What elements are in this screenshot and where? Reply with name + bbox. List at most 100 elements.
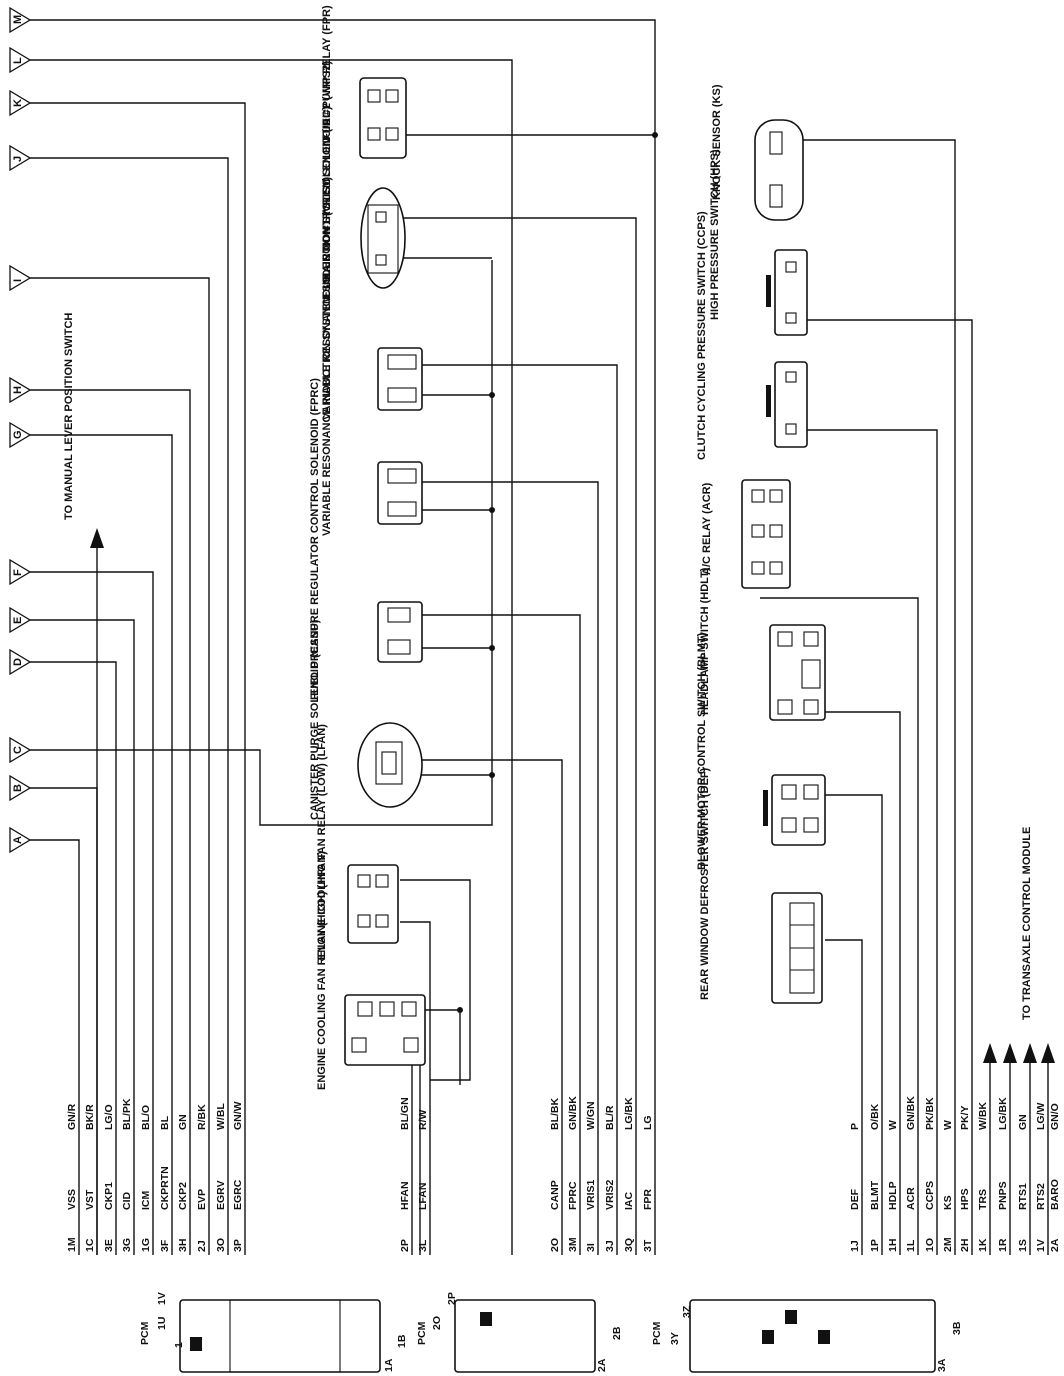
letter-label: A [12,836,24,844]
pin-sig: EGRV [215,1180,227,1210]
letter-marker-g: G [9,421,32,449]
component-ccps: CLUTCH CYCLING PRESSURE SWITCH (CCPS) [696,211,808,460]
hfan-label: ENGINE COOLING FAN RELAY (HIGH) (HFAN) [316,851,328,1090]
pin-pin: 1R [997,1238,1009,1252]
pin-labels: 1MVSSGN/R1CVSTBK/R3ECKP1LG/O3GCIDBL/PK1G… [66,1096,1061,1252]
pin-pin: 2H [959,1239,971,1252]
pin-color: GN/BK [905,1096,917,1130]
fpr-label: FUEL PUMP RELAY (FPR) [321,5,333,140]
pin-sig: VRIS1 [585,1179,597,1210]
pcm1-top-left: 1U [156,1317,168,1330]
junction-dots [457,132,658,1013]
pin-sig: EGRC [232,1179,244,1210]
arrow-up-icon [1023,1043,1037,1063]
pin-pin: 3J [604,1240,616,1252]
pin-sig: RTS2 [1035,1183,1047,1210]
pin-sig: VRIS2 [604,1179,616,1210]
letter-marker-m: M [9,6,32,34]
letter-label: M [12,15,24,24]
component-hfan: ENGINE COOLING FAN RELAY (HIGH) (HFAN) [316,851,426,1090]
pin-sig: VSS [66,1189,78,1210]
letter-marker-b: B [9,774,32,802]
pcm2-name: PCM [416,1321,428,1345]
pin-sig: CKP2 [177,1182,189,1210]
pin-pin: 1H [887,1239,899,1252]
pin-pin: 3F [159,1239,171,1252]
component-fprc: FUEL PRESSURE REGULATOR CONTROL SOLENOID… [309,378,423,700]
pin-sig: TRS [977,1189,989,1210]
pin-sig: HDLP [887,1181,899,1210]
pin-color: W/BK [977,1102,989,1130]
pin-color: W/BL [215,1103,227,1130]
pin-sig: HPS [959,1188,971,1210]
pin-pin: 2O [549,1238,561,1252]
acr-label: A/C RELAY (ACR) [701,482,713,575]
pcm1-top-right: 1V [156,1292,168,1305]
arrow-up-icon [1041,1043,1055,1063]
pin-pin: 2A [1049,1238,1061,1252]
letter-marker-c: C [9,736,32,764]
pcm2-right-top: 2B [611,1326,623,1340]
pin-pin: 3I [585,1243,597,1252]
lfan-label: ENGINE COOLING FAN RELAY (LOW) (LFAN) [316,724,328,960]
arrow-icons [90,528,1055,1063]
pcm3-right-top: 3B [951,1321,963,1335]
component-def: REAR WINDOW DEFROSTER SWITCH (DEF) [699,767,823,1004]
pin-pin: 1G [140,1238,152,1252]
pin-color: GN/O [1049,1103,1061,1130]
wires [30,19,1049,1255]
pin-sig: FPR [642,1189,654,1210]
pin-sig: CCPS [924,1181,936,1210]
pin-color: W [942,1120,954,1130]
component-vris2: VARIABLE RESONANCE INDUCTION SYSTEM SOLE… [321,60,423,420]
pin-color: LG/O [103,1104,115,1130]
letter-label: I [12,279,24,282]
pin-color: BL/O [140,1105,152,1130]
component-lfan: ENGINE COOLING FAN RELAY (LOW) (LFAN) [316,724,399,960]
component-acr: A/C RELAY (ACR) [701,479,791,589]
pin-sig: ACR [905,1187,917,1210]
pin-sig: RTS1 [1017,1183,1029,1210]
pin-pin: 1V [1035,1239,1047,1252]
arrow-up-icon [1003,1043,1017,1063]
pin-sig: VST [84,1189,96,1210]
pin-color: R/W [417,1110,429,1131]
letter-label: G [12,430,24,439]
pin-pin: 1S [1017,1239,1029,1252]
manual-lever-label: TO MANUAL LEVER POSITION SWITCH [63,313,75,520]
pin-pin: 1P [869,1239,881,1252]
pcm1-right-top: 1B [396,1334,408,1348]
pin-color: GN/W [232,1101,244,1130]
letter-label: E [12,617,24,624]
pin-sig: CANP [549,1180,561,1210]
pcm3-top-left: 3Y [669,1332,681,1345]
pin-color: GN [1017,1114,1029,1130]
ccps-label: CLUTCH CYCLING PRESSURE SWITCH (CCPS) [696,211,708,460]
transaxle-label: TO TRANSAXLE CONTROL MODULE [1021,827,1033,1020]
pin-sig: IAC [623,1192,635,1211]
pin-pin: 3O [215,1238,227,1252]
component-vris1: VARIABLE RESONANCE INDUCTION SYSTEM SOLE… [321,176,423,536]
pin-color: GN/BK [567,1096,579,1130]
pcm2-top-left: 2O [431,1316,443,1330]
pin-color: BL/PK [121,1098,133,1130]
letter-label: K [12,99,24,107]
ks-label: KNOCK SENSOR (KS) [711,84,723,200]
pin-sig: CID [121,1192,133,1211]
def-label: REAR WINDOW DEFROSTER SWITCH (DEF) [699,767,711,1000]
letter-marker-d: D [9,648,32,676]
pin-color: LG/BK [623,1097,635,1130]
letter-label: B [12,784,24,792]
pin-pin: 1J [849,1240,861,1252]
pin-sig: DEF [849,1188,861,1210]
pin-color: PK/BK [924,1097,936,1130]
pin-pin: 3M [567,1237,579,1252]
letter-label: D [12,658,24,666]
pin-color: LG/BK [997,1097,1009,1130]
canp-label: CANISTER PURGE SOLENOID (CANP) [309,619,321,820]
pin-sig: CKPRTN [159,1166,171,1210]
pin-color: P [849,1123,861,1130]
pcm1-bottom-left: 1 [173,1342,185,1348]
pin-pin: 3L [417,1239,429,1252]
component-hps: HIGH PRESSURE SWITCH (HPS) [709,149,808,336]
